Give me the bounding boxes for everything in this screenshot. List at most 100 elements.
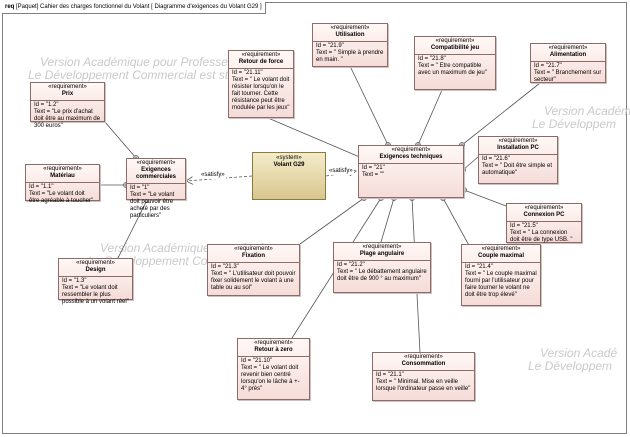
requirement-text: Text = "Le volant doit pouvoir être ache… <box>130 192 175 219</box>
requirement-id: Id = "21.10" <box>241 358 273 364</box>
requirement-stereotype: «requirement» <box>48 84 87 90</box>
requirement-text: Text = " La connexion doit être de type … <box>510 230 573 243</box>
requirement-fixation[interactable]: «requirement»Fixation Id = "21.3"Text = … <box>207 244 300 296</box>
requirement-text: Text = "Le volant doit ressembler le plu… <box>62 285 129 305</box>
requirement-couple-maximal[interactable]: «requirement»Couple maximal Id = "21.4"T… <box>461 244 541 306</box>
requirement-stereotype: «requirement» <box>241 52 281 58</box>
requirement-stereotype: «requirement» <box>234 246 273 252</box>
requirement-name: Exigences commerciales <box>135 167 177 180</box>
requirement-name: Connexion PC <box>523 212 565 218</box>
requirement-name: Prix <box>61 91 74 97</box>
requirement-id: Id = "21.7" <box>534 63 562 69</box>
requirement-stereotype: «requirement» <box>76 260 115 266</box>
requirement-name: Installation PC <box>497 145 539 151</box>
requirement-text: Text = "Le prix d'achat doit être au max… <box>34 109 101 129</box>
requirement-id: Id = "21" <box>362 165 385 171</box>
watermark: Version Acadé <box>540 346 618 360</box>
requirement-id: Id = "1" <box>130 185 150 191</box>
requirement-text: Text = " Etre compatible avec un maximum… <box>418 63 487 76</box>
requirement-id: Id = "21.3" <box>211 264 239 270</box>
requirement-name: Utilisation <box>335 32 365 38</box>
requirement-id: Id = "21.9" <box>316 43 344 49</box>
requirement-text: Text = " Le volant doit revenir bien cen… <box>241 365 300 392</box>
system-block-volant-g29[interactable]: «system» Volant G29 <box>252 152 326 200</box>
requirement-stereotype: «requirement» <box>481 246 521 252</box>
requirement-name: Compatibilité jeu <box>430 45 480 51</box>
containment-line <box>117 199 148 259</box>
requirement-installation-pc[interactable]: «requirement»Installation PC Id = "21.6"… <box>478 136 558 184</box>
requirement-stereotype: «requirement» <box>362 244 402 250</box>
requirement-stereotype: «requirement» <box>498 138 538 144</box>
requirement-name: Couple maximal <box>477 253 524 259</box>
requirement-stereotype: «requirement» <box>330 25 370 31</box>
requirement-design[interactable]: «requirement»Design Id = "1.3"Text = "Le… <box>58 258 133 305</box>
frame-kind: req <box>5 4 15 10</box>
containment-line <box>380 197 395 243</box>
requirement-id: Id = "21.8" <box>418 56 446 62</box>
requirement-exigences-techniques[interactable]: «requirement»Exigences techniques Id = "… <box>358 145 464 198</box>
requirement-id: Id = "21.2" <box>337 262 365 268</box>
requirement-text: Text = " Le débattement angulaire doit ê… <box>337 269 427 282</box>
requirement-text: Text = " Le volant doit résister lorsqu'… <box>232 77 290 111</box>
containment-line <box>463 189 507 207</box>
requirement-retour-de-force[interactable]: «requirement»Retour de force Id = "21.11… <box>228 50 294 118</box>
requirement-id: Id = "21.5" <box>510 223 538 229</box>
system-stereotype: «system» <box>276 155 302 161</box>
containment-line <box>349 65 389 146</box>
requirement-stereotype: «requirement» <box>524 205 564 211</box>
requirement-name: Retour de force <box>238 59 284 65</box>
requirement-name: Exigences techniques <box>379 154 443 160</box>
requirement-compatibilite-jeu[interactable]: «requirement»Compatibilité jeu Id = "21.… <box>414 36 496 90</box>
requirement-text: Text = " Simple à prendre en main. " <box>316 50 384 63</box>
requirement-text: Text = " Minimal. Mise en veille lorsque… <box>376 379 471 392</box>
requirement-retour-a-zero[interactable]: «requirement»Retour à zero Id = "21.10"T… <box>237 338 310 400</box>
requirement-stereotype: «requirement» <box>254 340 293 346</box>
requirement-text: Text = " Doit être simple et automatique… <box>482 163 552 176</box>
requirement-name: Retour à zero <box>254 347 293 353</box>
requirement-stereotype: «requirement» <box>136 160 176 166</box>
requirement-alimentation[interactable]: «requirement»Alimentation Id = "21.7"Tex… <box>530 43 606 83</box>
watermark: Le Développem <box>528 359 613 373</box>
watermark: Version Académique pour Professeur <box>40 55 239 69</box>
requirement-materiau[interactable]: «requirement»Matériau Id = "1.1"Text = "… <box>25 164 100 204</box>
requirement-prix[interactable]: «requirement»Prix Id = "1.2"Text = "Le p… <box>30 82 105 129</box>
requirement-text: Text = " Branchement sur secteur" <box>534 70 602 83</box>
containment-line <box>299 197 365 245</box>
requirement-id: Id = "1.1" <box>29 184 54 190</box>
requirement-id: Id = "21.1" <box>376 372 404 378</box>
requirement-name: Fixation <box>241 253 265 259</box>
requirement-text: Text = " L'utilisateur doit pouvoir fixe… <box>211 271 296 291</box>
containment-line <box>462 156 479 171</box>
system-name: Volant G29 <box>273 162 305 168</box>
requirement-name: Design <box>85 267 106 273</box>
satisfy-label: «satisfy» <box>200 172 226 179</box>
requirement-id: Id = "21.11" <box>232 70 263 76</box>
containment-line <box>461 82 541 146</box>
requirement-stereotype: «requirement» <box>435 38 475 44</box>
requirement-text: Text = "Le volant doit être agréable à t… <box>29 191 94 204</box>
requirement-consommation[interactable]: «requirement»Consommation Id = "21.1"Tex… <box>372 352 475 401</box>
requirement-name: Matériau <box>50 173 75 179</box>
requirement-connexion-pc[interactable]: «requirement»Connexion PC Id = "21.5"Tex… <box>506 203 582 243</box>
requirement-id: Id = "1.2" <box>34 102 59 108</box>
requirement-name: Alimentation <box>549 52 587 58</box>
requirement-name: Plage angulaire <box>359 251 405 257</box>
requirement-plage-angulaire[interactable]: «requirement»Plage angulaire Id = "21.2"… <box>333 242 431 293</box>
requirement-exigences-commerciales[interactable]: «requirement»Exigences commerciales Id =… <box>126 158 186 219</box>
containment-line <box>417 89 443 146</box>
containment-line <box>104 121 137 159</box>
satisfy-line <box>186 175 253 181</box>
watermark: Le Développement Commercial est st <box>28 68 229 82</box>
watermark: Le Développem <box>532 117 617 131</box>
frame-title-tab: req [Paquet] Cahier des charges fonction… <box>2 2 266 14</box>
requirement-stereotype: «requirement» <box>548 45 588 51</box>
requirement-text: Text = "" <box>362 172 385 178</box>
satisfy-label: «satisfy» <box>328 168 354 175</box>
frame-title: [Paquet] Cahier des charges fonctionnel … <box>16 4 262 10</box>
requirement-stereotype: «requirement» <box>404 354 443 360</box>
watermark: Version Académ <box>544 104 630 118</box>
requirement-utilisation[interactable]: «requirement»Utilisation Id = "21.9"Text… <box>312 23 388 67</box>
requirement-name: Consommation <box>401 361 446 367</box>
containment-line <box>267 117 363 159</box>
requirement-stereotype: «requirement» <box>391 147 431 153</box>
